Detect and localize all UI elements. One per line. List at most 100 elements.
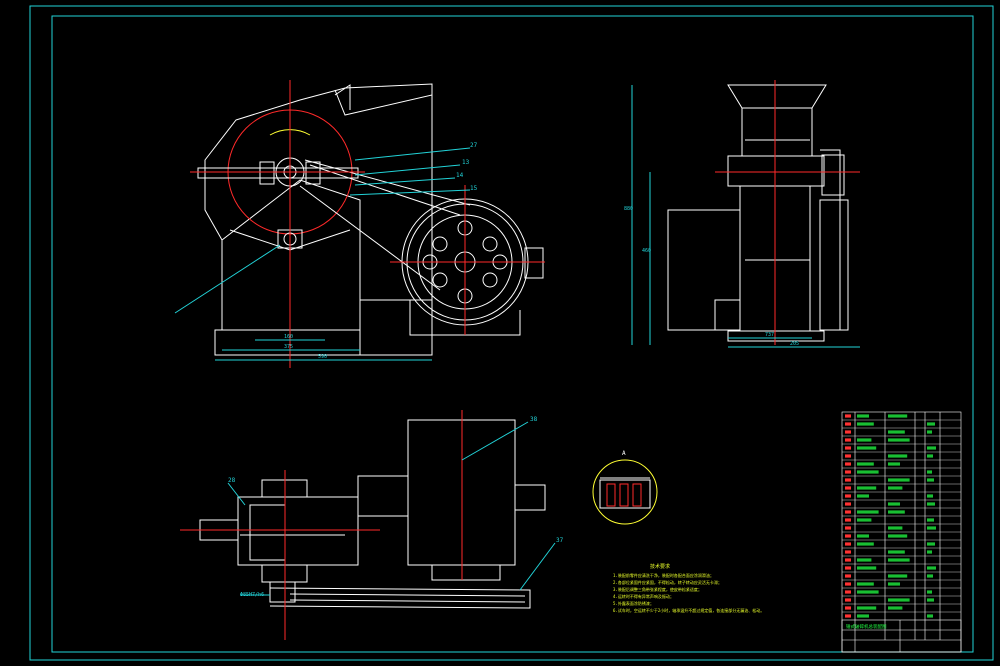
parts-row-text-mark [927,430,932,434]
parts-row-text-mark [888,454,908,458]
notes-title: 技术要求 [650,563,670,570]
parts-row-text-mark [888,598,910,602]
parts-row-text-mark [888,582,900,586]
outer-border [29,5,994,661]
parts-row-text-mark [927,454,933,458]
front-dim-590: 590 [318,354,327,360]
parts-row-text-mark [888,430,905,434]
parts-row-text-mark [888,510,905,514]
parts-row-text-mark [857,446,877,450]
plan-callout-38: 38 [530,416,538,423]
front-callout-27: 27 [470,142,478,149]
parts-row-text-mark [927,518,934,522]
parts-row-text-mark [888,606,903,610]
parts-row-text-mark [857,462,874,466]
parts-row-text-mark [888,550,905,554]
parts-row-index-mark [845,438,851,442]
parts-row-index-mark [845,454,851,458]
note-1: 1.装配前零件应清洗干净，装配时各配合面应涂润滑油； [613,572,714,578]
parts-row-text-mark [927,422,935,426]
parts-row-index-mark [845,518,851,522]
plan-callout-37: 37 [556,537,564,544]
parts-row-index-mark [845,486,851,490]
parts-row-text-mark [857,438,872,442]
parts-row-index-mark [845,526,851,530]
note-5: 5.外露表面涂防锈漆； [613,600,654,606]
parts-row-text-mark [927,494,933,498]
parts-row-index-mark [845,582,851,586]
parts-row-index-mark [845,558,851,562]
parts-row-index-mark [845,422,851,426]
parts-row-text-mark [857,486,877,490]
parts-row-text-mark [888,438,910,442]
parts-row-index-mark [845,462,851,466]
parts-row-text-mark [888,462,900,466]
parts-row-index-mark [845,574,851,578]
parts-row-text-mark [857,566,877,570]
parts-row-text-mark [888,574,908,578]
side-dim-205: 205 [790,341,799,347]
parts-list-rows [842,414,961,618]
title-block-title: 锤式破碎机总装配图 [846,623,887,630]
detail-a [592,459,658,525]
note-6: 6.试车时，空运转不少于2小时，轴承温升不超过规定值，各连接部分无漏油、松动。 [613,607,764,613]
front-view [174,80,545,368]
parts-row-text-mark [857,606,877,610]
detail-label: A [622,450,626,457]
parts-row-text-mark [927,590,932,594]
parts-row-text-mark [888,486,903,490]
note-2: 2.各部位紧固件应紧固，不得松动，转子转动应灵活无卡滞； [613,579,722,585]
parts-row-text-mark [927,598,934,602]
parts-row-index-mark [845,566,851,570]
parts-row-text-mark [888,478,910,482]
parts-row-text-mark [857,558,872,562]
parts-row-text-mark [857,470,879,474]
front-callout-14: 14 [456,172,464,179]
plan-fit-label: Φ85H7/h6 [240,592,264,598]
parts-row-text-mark [888,502,900,506]
parts-row-index-mark [845,510,851,514]
title-block [841,619,962,653]
parts-row-index-mark [845,502,851,506]
side-view [631,80,860,348]
parts-row-text-mark [888,414,908,418]
parts-row-index-mark [845,550,851,554]
side-dim-737: 737 [765,332,774,338]
parts-row-text-mark [857,494,869,498]
plan-view [180,410,556,640]
note-4: 4.运转时不得有异常声响及振动； [613,593,674,599]
front-dim-375: 375 [284,344,293,350]
parts-row-text-mark [857,614,869,618]
parts-row-text-mark [927,446,936,450]
parts-row-index-mark [845,446,851,450]
parts-row-text-mark [927,542,935,546]
parts-row-text-mark [888,526,903,530]
side-dim-880: 880 [624,206,633,212]
parts-row-text-mark [857,542,874,546]
parts-row-index-mark [845,430,851,434]
parts-row-index-mark [845,478,851,482]
side-dim-460: 460 [642,248,651,254]
parts-row-text-mark [857,590,879,594]
parts-row-index-mark [845,590,851,594]
parts-row-text-mark [857,414,869,418]
plan-callout-28: 28 [228,477,236,484]
front-callout-13: 13 [462,159,470,166]
parts-row-text-mark [857,422,874,426]
note-3: 3.装配后调整三角带张紧程度，使皮带松紧适度； [613,586,702,592]
parts-row-index-mark [845,470,851,474]
parts-row-text-mark [927,470,932,474]
parts-row-text-mark [927,566,936,570]
parts-row-index-mark [845,542,851,546]
parts-row-text-mark [927,550,932,554]
parts-row-text-mark [857,582,874,586]
parts-row-text-mark [857,534,869,538]
parts-row-text-mark [927,574,933,578]
parts-row-text-mark [857,510,879,514]
parts-row-index-mark [845,534,851,538]
parts-row-text-mark [888,534,908,538]
parts-row-index-mark [845,598,851,602]
front-callout-15: 15 [470,185,478,192]
parts-row-text-mark [888,558,910,562]
